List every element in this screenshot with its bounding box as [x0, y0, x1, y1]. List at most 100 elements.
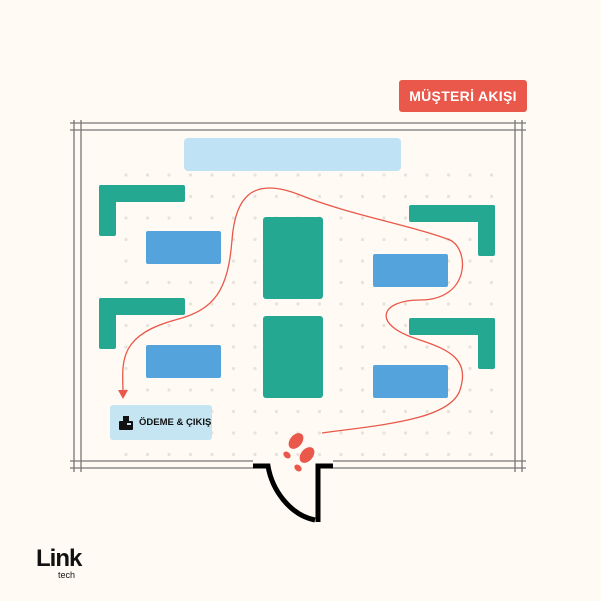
grid-dot [231, 431, 236, 435]
wall-shelf [409, 318, 495, 335]
grid-dot [403, 431, 408, 435]
grid-dot [145, 216, 150, 220]
grid-dot [124, 280, 128, 285]
grid-dot [339, 216, 343, 220]
grid-dot [253, 345, 257, 349]
grid-dot [124, 366, 128, 371]
grid-dot [317, 173, 322, 177]
grid-dot [145, 323, 150, 328]
center-shelf [263, 217, 323, 299]
grid-dot [317, 194, 322, 199]
grid-dot [425, 173, 429, 177]
grid-dot [296, 409, 300, 414]
grid-dot [489, 388, 494, 392]
grid-dot [425, 302, 429, 306]
grid-dot [403, 194, 408, 199]
grid-dot [382, 216, 386, 220]
logo-sub: tech [58, 570, 76, 580]
grid-dot [188, 452, 193, 457]
grid-dot [403, 302, 408, 306]
grid-dot [489, 259, 494, 263]
grid-dot [425, 345, 429, 349]
display-table [146, 231, 221, 264]
grid-dot [360, 237, 365, 242]
grid-dot [425, 237, 429, 242]
grid-dot [317, 409, 322, 414]
grid-dot [296, 194, 300, 199]
grid-dot [360, 388, 365, 392]
grid-dot [468, 409, 472, 414]
grid-dot [253, 388, 257, 392]
grid-dot [274, 431, 279, 435]
grid-dot [360, 452, 365, 457]
grid-dot [145, 173, 150, 177]
grid-dot [124, 323, 128, 328]
grid-dot [468, 280, 472, 285]
grid-dot [425, 431, 429, 435]
grid-dot [360, 259, 365, 263]
grid-dot [188, 280, 193, 285]
grid-dot [210, 173, 214, 177]
grid-dot [188, 388, 193, 392]
entrance-banner [184, 138, 401, 171]
grid-dot [339, 409, 343, 414]
grid-dot [231, 452, 236, 457]
grid-dot [360, 173, 365, 177]
wall-shelf [99, 185, 185, 202]
grid-dot [231, 366, 236, 371]
grid-dot [253, 237, 257, 242]
grid-dot [468, 194, 472, 199]
grid-dot [403, 409, 408, 414]
grid-dot [253, 280, 257, 285]
grid-dot [231, 280, 236, 285]
grid-dot [124, 452, 128, 457]
grid-dot [489, 431, 494, 435]
grid-dot [339, 280, 343, 285]
grid-dot [167, 323, 171, 328]
grid-dot [382, 237, 386, 242]
grid-dot [339, 366, 343, 371]
grid-dot [167, 216, 171, 220]
grid-dot [489, 280, 494, 285]
grid-dot [468, 173, 472, 177]
grid-dot [210, 302, 214, 306]
grid-dot [468, 345, 472, 349]
grid-dot [403, 173, 408, 177]
grid-dot [446, 194, 451, 199]
grid-dot [210, 452, 214, 457]
grid-dot [468, 259, 472, 263]
grid-dot [382, 323, 386, 328]
grid-dot [382, 431, 386, 435]
grid-dot [360, 323, 365, 328]
grid-dot [339, 388, 343, 392]
grid-dot [425, 409, 429, 414]
grid-dot [231, 173, 236, 177]
grid-dot [360, 345, 365, 349]
grid-dot [188, 302, 193, 306]
grid-dot [231, 345, 236, 349]
grid-dot [253, 431, 257, 435]
grid-dot [360, 431, 365, 435]
grid-dot [188, 194, 193, 199]
wall-shelf [99, 298, 116, 349]
grid-dot [253, 323, 257, 328]
grid-dot [339, 452, 343, 457]
grid-dot [468, 366, 472, 371]
grid-dot [231, 259, 236, 263]
display-table [146, 345, 221, 378]
grid-dot [446, 173, 451, 177]
display-table [373, 254, 448, 287]
wall-shelf [409, 205, 495, 222]
cash-register-icon [119, 415, 133, 430]
grid-dot [210, 194, 214, 199]
wall-shelf [99, 298, 185, 315]
grid-dot [360, 409, 365, 414]
grid-dot [188, 323, 193, 328]
grid-dot [274, 409, 279, 414]
grid-dot [210, 280, 214, 285]
grid-dot [339, 431, 343, 435]
grid-dot [274, 173, 279, 177]
grid-dot [446, 452, 451, 457]
display-table [373, 365, 448, 398]
